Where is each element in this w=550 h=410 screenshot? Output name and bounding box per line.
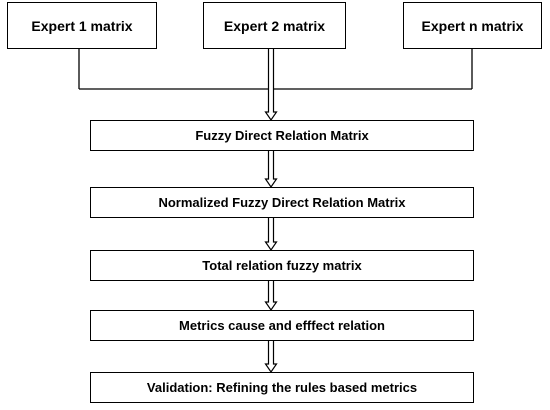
arrow-total-to-metrics xyxy=(264,281,278,312)
arrow-metrics-to-validation xyxy=(264,341,278,374)
arrow-experts-to-fuzzy xyxy=(264,49,278,122)
total-relation-fuzzy-matrix-box: Total relation fuzzy matrix xyxy=(90,250,474,281)
expert-2-matrix-box: Expert 2 matrix xyxy=(203,2,346,49)
metrics-cause-effect-relation-box: Metrics cause and efffect relation xyxy=(90,310,474,341)
fuzzy-direct-relation-matrix-box: Fuzzy Direct Relation Matrix xyxy=(90,120,474,151)
validation-refining-rules-label: Validation: Refining the rules based met… xyxy=(146,380,418,395)
total-relation-fuzzy-matrix-label: Total relation fuzzy matrix xyxy=(202,258,362,273)
fuzzy-direct-relation-matrix-label: Fuzzy Direct Relation Matrix xyxy=(195,128,369,143)
normalized-fuzzy-direct-relation-matrix-box: Normalized Fuzzy Direct Relation Matrix xyxy=(90,187,474,218)
expert-2-matrix-label: Expert 2 matrix xyxy=(223,17,326,34)
metrics-cause-effect-relation-label: Metrics cause and efffect relation xyxy=(179,318,385,333)
normalized-fuzzy-direct-relation-matrix-label: Normalized Fuzzy Direct Relation Matrix xyxy=(158,195,406,210)
expert-n-matrix-label: Expert n matrix xyxy=(421,17,524,34)
expert-1-matrix-box: Expert 1 matrix xyxy=(7,2,157,49)
expert-n-matrix-box: Expert n matrix xyxy=(403,2,542,49)
expert-1-matrix-label: Expert 1 matrix xyxy=(31,17,133,34)
validation-refining-rules-box: Validation: Refining the rules based met… xyxy=(90,372,474,403)
arrow-normalized-to-total xyxy=(264,218,278,252)
arrow-fuzzy-to-normalized xyxy=(264,151,278,189)
